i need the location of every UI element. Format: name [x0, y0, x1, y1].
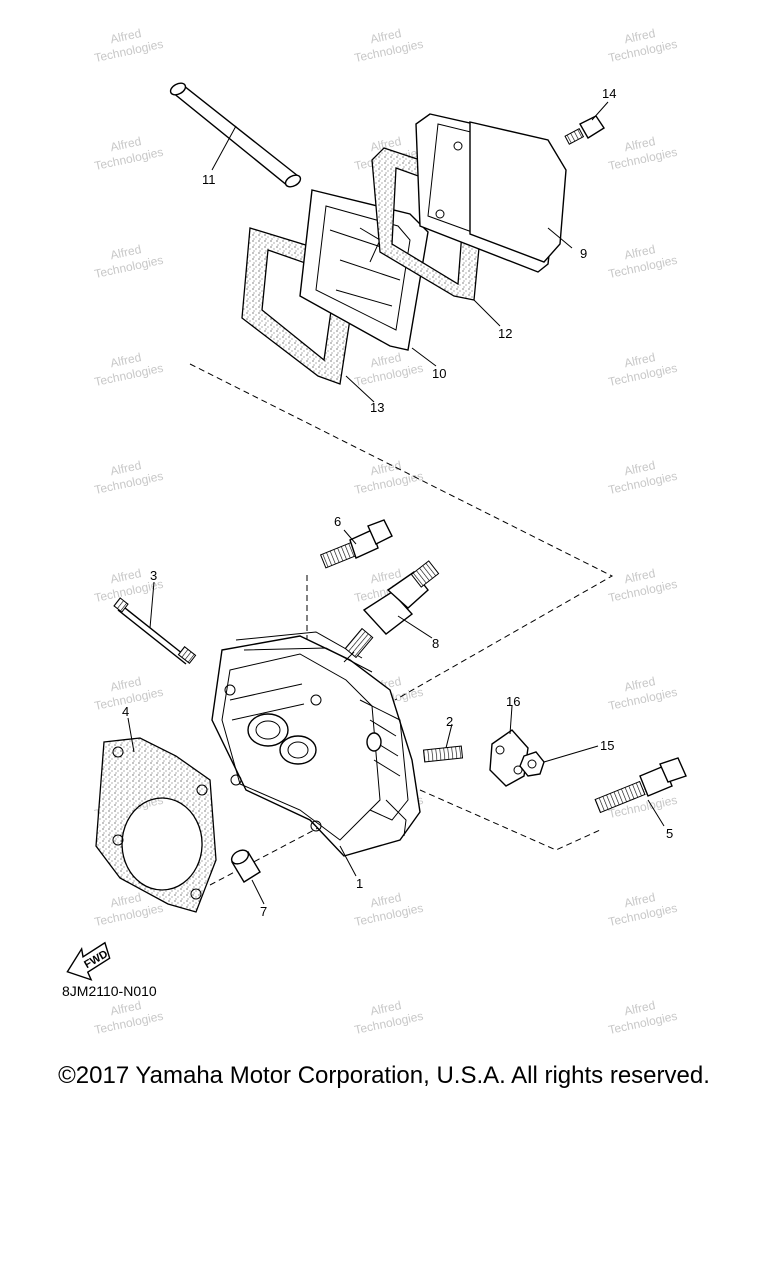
watermark-text: Alfred	[109, 674, 143, 694]
stud-3	[113, 597, 197, 665]
bolt-14	[564, 115, 605, 145]
watermark-text: Alfred	[623, 458, 657, 478]
watermark-text: Alfred	[623, 566, 657, 586]
callout-1: 1	[356, 876, 363, 891]
watermark-text: Alfred	[623, 998, 657, 1018]
callout-5: 5	[666, 826, 673, 841]
watermark-text: Alfred	[369, 458, 403, 478]
watermark-text: Alfred	[369, 134, 403, 154]
watermark-text: Alfred	[109, 350, 143, 370]
stud-2	[422, 745, 464, 763]
watermark-text: Alfred	[369, 998, 403, 1018]
watermark-text: Alfred	[369, 890, 403, 910]
watermark-text: Alfred	[109, 134, 143, 154]
watermark-text: Alfred	[109, 458, 143, 478]
callout-2: 2	[446, 714, 453, 729]
breather-hose	[169, 82, 302, 188]
fwd-arrow-icon: FWD	[66, 941, 111, 981]
watermark-text: Alfred	[623, 134, 657, 154]
callout-7: 7	[260, 904, 267, 919]
callout-12: 12	[498, 326, 512, 341]
bolt-5	[594, 757, 687, 814]
cylinder-head-1	[211, 631, 421, 857]
callout-6: 6	[334, 514, 341, 529]
callout-11: 11	[202, 172, 216, 187]
watermark-text: Alfred	[369, 350, 403, 370]
head-cover-9	[415, 113, 567, 273]
watermark-text: Alfred	[623, 26, 657, 46]
watermark-text: Alfred	[109, 242, 143, 262]
callout-16: 16	[506, 694, 520, 709]
head-gasket-4	[95, 737, 217, 913]
bolt-6	[319, 519, 393, 569]
watermark-text: Alfred	[109, 998, 143, 1018]
watermark-text: Alfred	[623, 890, 657, 910]
callout-14: 14	[602, 86, 616, 101]
nut-15	[519, 751, 545, 777]
diagram-code: 8JM2110-N010	[62, 983, 157, 999]
assembly-guide-lines	[189, 363, 614, 886]
watermark-text: Alfred	[623, 350, 657, 370]
watermark-text: Alfred	[109, 566, 143, 586]
callout-3: 3	[150, 568, 157, 583]
breather-plate-10	[299, 189, 429, 351]
callout-4: 4	[122, 704, 129, 719]
leader-lines	[127, 101, 665, 905]
callout-15: 15	[600, 738, 614, 753]
copyright-notice: ©2017 Yamaha Motor Corporation, U.S.A. A…	[58, 1062, 710, 1089]
watermark-text: Alfred	[109, 890, 143, 910]
callouts: 11 9 10 12 13 14 6 3 8 2 16 15 5 4 1 7	[122, 86, 673, 919]
watermark-text: Alfred	[369, 566, 403, 586]
plate-16	[489, 729, 529, 787]
callout-13: 13	[370, 400, 384, 415]
watermark-text: Alfred	[109, 26, 143, 46]
watermark-text: Alfred	[623, 242, 657, 262]
callout-9: 9	[580, 246, 587, 261]
spark-plug-8	[343, 560, 440, 663]
watermark-text: Alfred	[369, 26, 403, 46]
dowel-7	[230, 849, 261, 883]
watermark-text: Alfred	[623, 674, 657, 694]
callout-10: 10	[432, 366, 446, 381]
callout-8: 8	[432, 636, 439, 651]
